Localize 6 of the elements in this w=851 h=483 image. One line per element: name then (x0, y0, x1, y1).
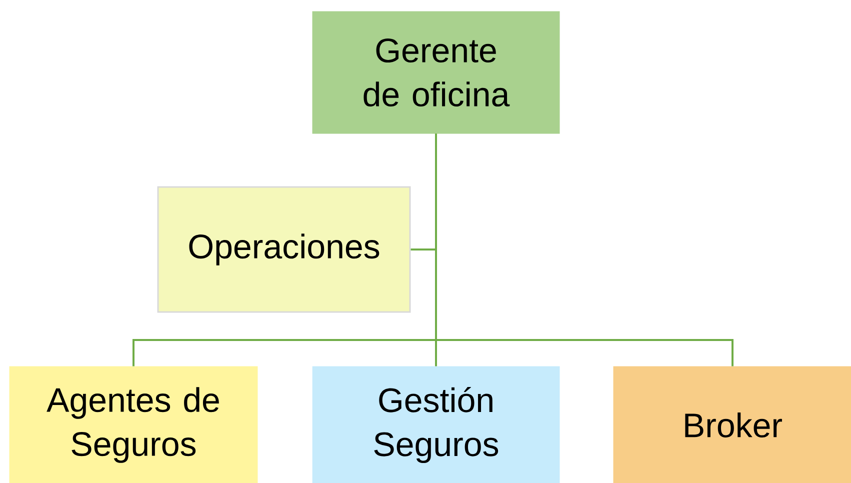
department-box: Broker (613, 366, 851, 483)
department-box: Gestión Seguros (312, 366, 560, 483)
department-box: Agentes de Seguros (9, 366, 258, 483)
operations-box: Operaciones (157, 186, 411, 313)
manager-box: Gerente de oficina (312, 11, 560, 134)
connector-line (435, 134, 734, 366)
